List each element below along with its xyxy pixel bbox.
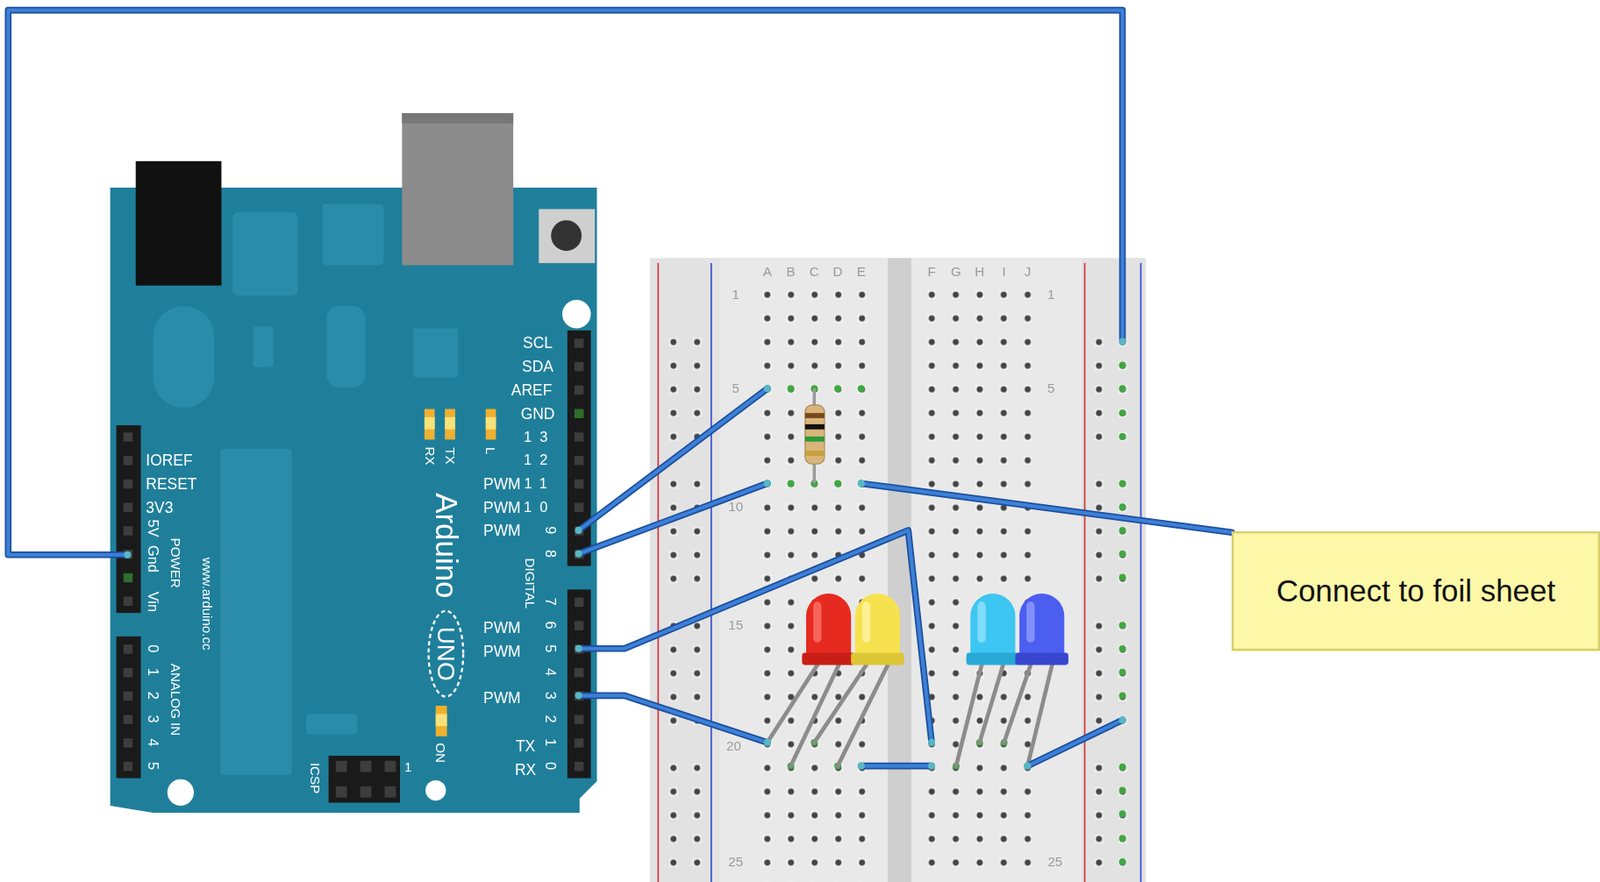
pin-label: 5 (145, 762, 160, 771)
pin-label: 2 (145, 692, 160, 700)
pin-label: 8 (543, 550, 558, 558)
pin-label: 1 (145, 668, 160, 677)
pin-label: PWM (483, 620, 522, 636)
pin-label: RESET (145, 476, 197, 492)
row-number: 25 (1047, 855, 1063, 869)
pin-label: AREF (511, 382, 553, 398)
pin-label: RX (514, 761, 536, 777)
pin-label: 0 (145, 644, 160, 653)
pin-label: 13 (523, 429, 557, 444)
pin-label: PWM (483, 499, 522, 515)
pin-label: IOREF (145, 452, 193, 468)
row-number: 15 (728, 619, 743, 633)
pin-label: ON (434, 742, 448, 764)
column-letter: J (1024, 264, 1032, 279)
pin-label: 3 (543, 692, 558, 700)
pin-label: 10 (523, 500, 557, 515)
column-letter: I (1002, 264, 1007, 279)
pin-label: 3 (145, 715, 160, 724)
row-number: 5 (732, 382, 740, 396)
pin-label: 9 (543, 526, 558, 535)
pin-label: 5 (543, 644, 558, 653)
pin-label: www.arduino.cc (200, 557, 215, 651)
pin-label: 12 (523, 452, 557, 467)
row-number: 20 (726, 739, 742, 753)
column-letter: E (857, 264, 866, 279)
row-number: 1 (1047, 288, 1055, 302)
pin-label: 0 (543, 762, 558, 771)
pin-label: Vin (145, 592, 160, 613)
pin-label: ICSP (308, 763, 322, 794)
pin-label: PWM (483, 690, 522, 706)
pin-label: PWM (483, 522, 522, 538)
column-letter: D (833, 264, 843, 279)
pin-label: DIGITAL (522, 558, 536, 610)
pin-label: 5V (145, 520, 160, 538)
pin-label: 3V3 (145, 499, 173, 515)
column-letter: B (785, 264, 795, 279)
pin-label: 11 (524, 476, 557, 491)
pin-label: 6 (543, 621, 558, 630)
pin-label: 7 (543, 598, 558, 607)
pin-label: ANALOG IN (169, 664, 183, 736)
board-logo: UNO (433, 627, 458, 682)
pin-label: 4 (543, 668, 558, 677)
pin-label: GND (521, 405, 556, 421)
pin-label: PWM (483, 642, 522, 658)
column-letter: A (763, 264, 772, 279)
column-letter: F (927, 264, 936, 279)
pin-label: 1 (543, 738, 558, 747)
pin-label: POWER (169, 538, 183, 589)
pin-label: Gnd (145, 545, 160, 573)
pin-label: SDA (521, 358, 554, 374)
pin-label: RX (422, 446, 436, 465)
pin-label: 4 (145, 738, 160, 747)
row-number: 1 (732, 288, 740, 302)
row-number: 25 (728, 855, 743, 869)
row-number: 5 (1047, 382, 1055, 396)
row-number: 10 (728, 500, 743, 515)
column-letter: H (974, 264, 985, 279)
pin-label: L (484, 447, 498, 455)
pin-label: TX (442, 447, 457, 465)
pin-label: 2 (543, 715, 558, 724)
pin-label: 1 (404, 760, 412, 774)
column-letter: C (809, 264, 820, 279)
pin-label: SCL (522, 335, 553, 350)
pin-label: TX (515, 738, 536, 754)
callout-text: Connect to foil sheet (1276, 573, 1556, 609)
pin-label: PWM (483, 476, 522, 492)
column-letter: G (950, 264, 962, 279)
board-logo: Arduino (430, 492, 462, 599)
callout-box: Connect to foil sheet (1231, 531, 1600, 651)
